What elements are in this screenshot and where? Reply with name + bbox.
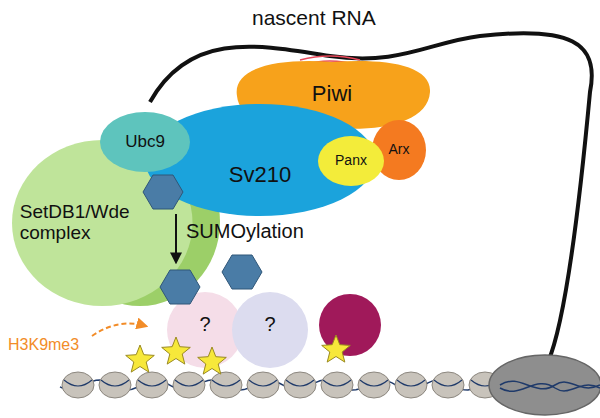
polymerase: [489, 355, 600, 415]
node-fill: [145, 104, 375, 216]
nucleosome: [321, 372, 353, 398]
nucleosome: [247, 372, 279, 398]
dna-strand: [500, 384, 600, 392]
nucleosome: [358, 372, 390, 398]
node-fill: [232, 292, 308, 368]
node-label: ?: [264, 313, 275, 335]
dna-wrap: [360, 380, 388, 386]
node-label: Sv210: [229, 163, 291, 187]
node-fill: [167, 292, 243, 368]
rna-label: nascent RNA: [252, 6, 376, 29]
contact-arc: [300, 56, 360, 60]
methyl-star: [322, 335, 351, 362]
nucleosome: [62, 372, 94, 398]
node-fill: [372, 120, 426, 180]
node-label: Panx: [335, 153, 367, 168]
node-label: Piwi: [312, 82, 352, 106]
panx-protein: Panx: [318, 136, 384, 186]
nucleosome: [136, 372, 168, 398]
unknown-factor: ?: [232, 292, 308, 368]
node-fill: [318, 136, 384, 186]
chromatin: [60, 372, 501, 398]
node-label: ?: [199, 313, 210, 335]
node-fill: [100, 112, 190, 172]
sumo-hexagon: [222, 255, 262, 289]
nucleosome: [284, 372, 316, 398]
dna-wrap: [175, 380, 203, 386]
nucleosome: [395, 372, 427, 398]
nucleosome: [432, 372, 464, 398]
nucleosome: [99, 372, 131, 398]
process-label: SUMOylation: [186, 220, 304, 242]
nucleosome: [173, 372, 205, 398]
dna-wrap: [101, 380, 129, 386]
node-label: SetDB1/Wde complex: [20, 202, 140, 244]
dna-wrap: [249, 380, 277, 386]
dna-wrap: [212, 380, 240, 386]
ubc9-protein: Ubc9: [100, 112, 190, 172]
mark-label: H3K9me3: [8, 336, 79, 354]
node-label: Arx: [389, 142, 410, 157]
node-fill: [12, 140, 193, 306]
methyl-star: [126, 345, 155, 372]
nucleosome: [210, 372, 242, 398]
dna-wrap: [397, 380, 425, 386]
dna-wrap: [64, 380, 92, 386]
dna-wrap: [138, 380, 166, 386]
sumoylation-arrow: [175, 214, 177, 262]
dna-wrap: [434, 380, 462, 386]
dna-wrap: [323, 380, 351, 386]
node-label: Ubc9: [125, 133, 165, 152]
methylation-arrow: [92, 324, 146, 336]
dna-wrap: [286, 380, 314, 386]
